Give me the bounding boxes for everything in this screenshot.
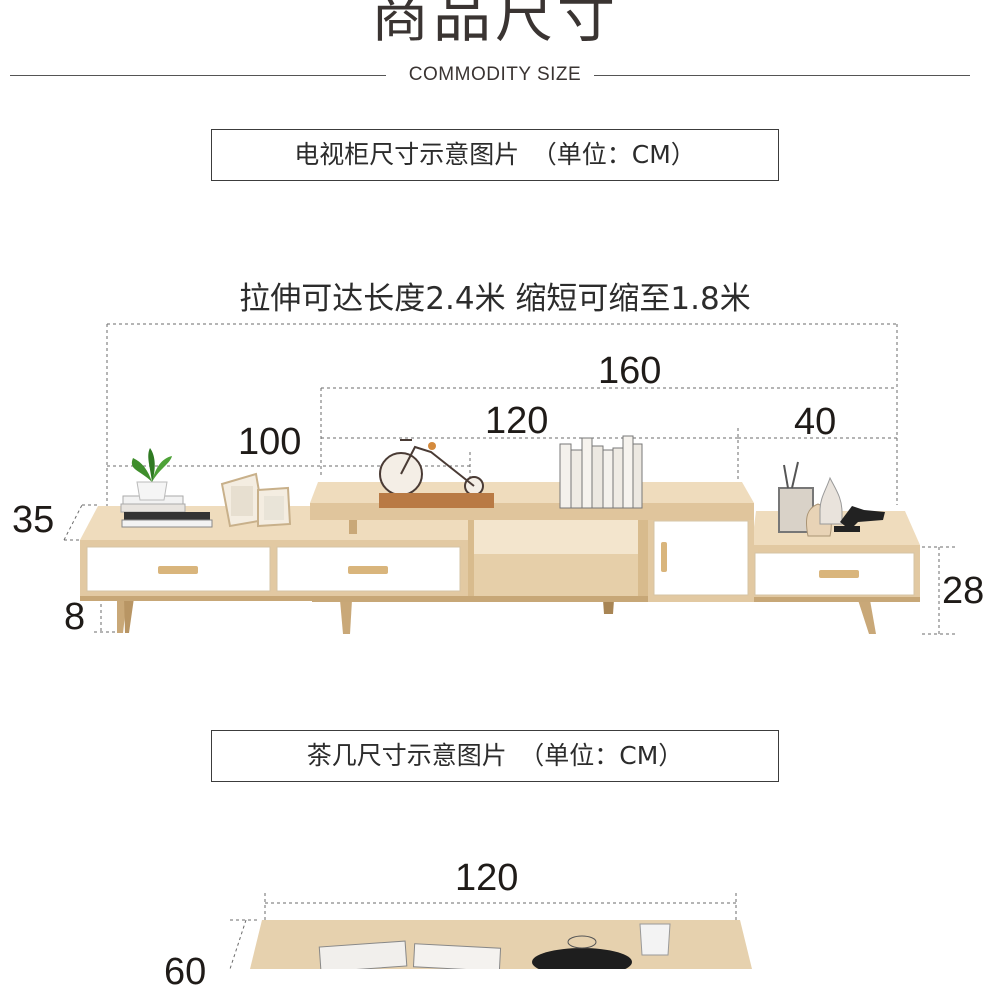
dim-label-120: 120 [485, 400, 549, 442]
dim-label-35: 35 [12, 499, 55, 541]
title-rule-left [10, 75, 386, 76]
dim-label-160: 160 [598, 350, 662, 392]
coffee-table-dimension-lines [229, 893, 737, 969]
title-rule-right [594, 75, 970, 76]
drawer-handle-3 [819, 570, 859, 578]
coffee-table-illustration [229, 893, 752, 969]
drawer-handle-1 [158, 566, 198, 574]
dim-label-100: 100 [238, 421, 302, 463]
tv-cabinet-headline: 拉伸可达长度2.4米 缩短可缩至1.8米 [239, 281, 751, 317]
door-handle [661, 542, 667, 572]
page-title: 商品尺寸 [370, 0, 619, 50]
coffee-dim-label-partial: 60 [164, 951, 207, 993]
tv-cabinet-section-label: 电视柜尺寸示意图片 （单位：CM） [211, 129, 779, 181]
dim-label-28: 28 [942, 570, 985, 612]
bicycle-decor [379, 439, 484, 496]
cabinet-legs [117, 598, 876, 634]
bicycle-base [379, 493, 494, 508]
plant-decor [120, 448, 213, 528]
dim-label-40: 40 [794, 401, 837, 443]
height-35-line [63, 504, 83, 541]
tv-cabinet-illustration [63, 323, 958, 635]
coffee-table-section-label: 茶几尺寸示意图片 （单位：CM） [211, 730, 779, 782]
middle-cabinet [310, 482, 754, 602]
drawer-handle-2 [348, 566, 388, 574]
coffee-dim-label-120: 120 [455, 857, 519, 899]
dim-label-8: 8 [64, 596, 86, 638]
vase-decor [778, 461, 885, 537]
photo-frames [220, 472, 292, 528]
page-subtitle: COMMODITY SIZE [0, 64, 990, 86]
books-decor [559, 435, 643, 509]
